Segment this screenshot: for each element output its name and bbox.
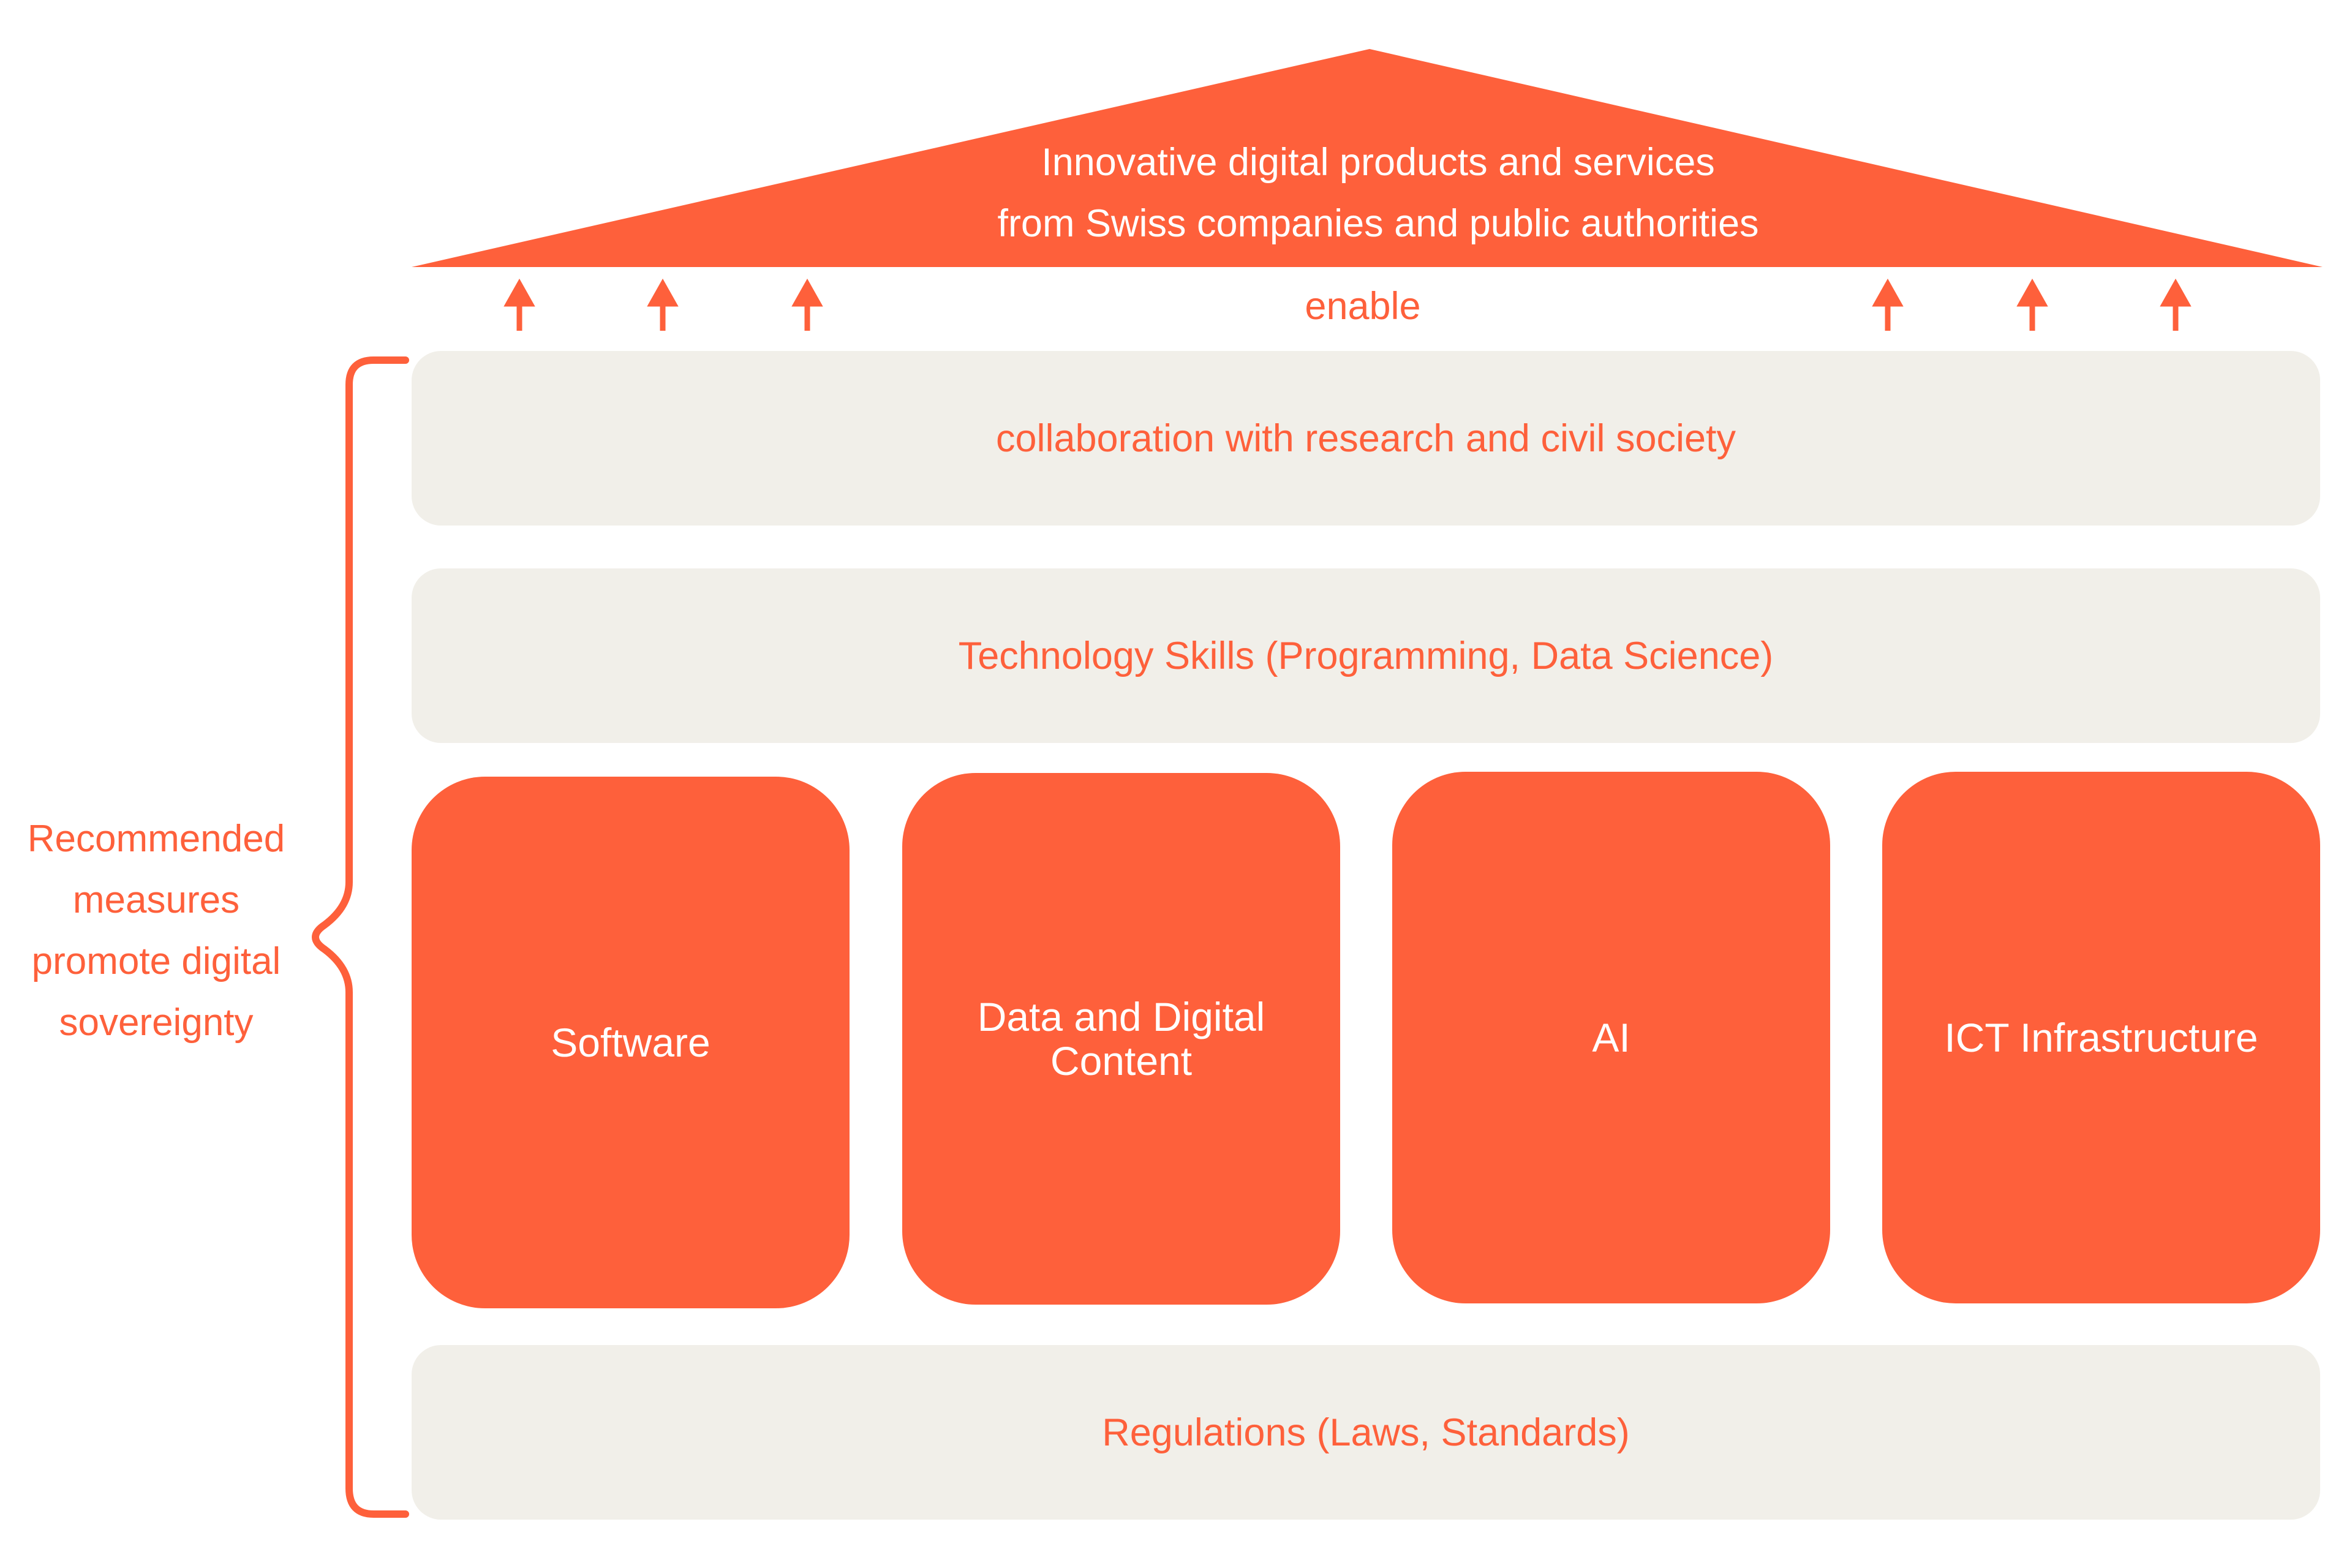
roof-title: Innovative digital products and services… xyxy=(674,132,2082,254)
pillar-software: Software xyxy=(412,777,850,1308)
arrow-icon xyxy=(791,278,823,331)
pillar-ict-label: ICT Infrastructure xyxy=(1944,1015,2258,1060)
pillar-ict-infrastructure: ICT Infrastructure xyxy=(1882,772,2320,1303)
arrow-icon xyxy=(647,278,679,331)
band-regulations: Regulations (Laws, Standards) xyxy=(412,1345,2320,1520)
side-label-line-3: promote digital xyxy=(31,940,281,982)
side-label-line-1: Recommended xyxy=(27,818,285,860)
roof-triangle xyxy=(412,49,2323,267)
band-technology-skills: Technology Skills (Programming, Data Sci… xyxy=(412,568,2320,743)
side-label: Recommended measures promote digital sov… xyxy=(6,809,306,1054)
arrow-icon xyxy=(503,278,535,331)
curly-brace xyxy=(312,356,409,1518)
band-technology-skills-label: Technology Skills (Programming, Data Sci… xyxy=(958,634,1774,677)
pillar-ai: AI xyxy=(1392,772,1830,1303)
side-label-line-2: measures xyxy=(72,879,240,921)
side-label-line-4: sovereignty xyxy=(59,1001,254,1044)
roof-title-line-1: Innovative digital products and services xyxy=(1041,141,1715,184)
pillar-ai-label: AI xyxy=(1592,1015,1630,1060)
pillar-data-label: Data and Digital Content xyxy=(977,994,1265,1084)
roof-title-line-2: from Swiss companies and public authorit… xyxy=(997,202,1759,245)
arrow-icon xyxy=(2016,278,2048,331)
pillar-software-label: Software xyxy=(551,1020,710,1065)
arrow-icon xyxy=(2160,278,2192,331)
band-regulations-label: Regulations (Laws, Standards) xyxy=(1102,1411,1630,1454)
band-collaboration-label: collaboration with research and civil so… xyxy=(995,417,1736,460)
enable-label: enable xyxy=(1305,285,1421,328)
arrow-icon xyxy=(1872,278,1904,331)
band-collaboration: collaboration with research and civil so… xyxy=(412,351,2320,526)
pillar-data-digital-content: Data and Digital Content xyxy=(902,773,1340,1305)
